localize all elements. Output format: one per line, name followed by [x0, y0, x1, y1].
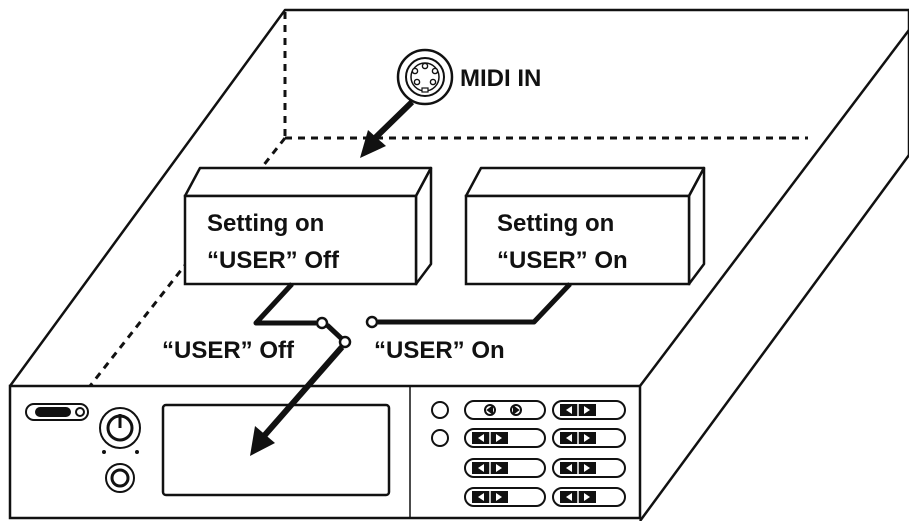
volume-knob-icon	[99, 407, 141, 454]
contact-user-on	[365, 315, 379, 329]
output-arrow	[250, 345, 345, 456]
din-connector-icon	[396, 48, 454, 106]
setting-box-user-on-top	[464, 166, 706, 198]
card-slot-icon	[25, 403, 89, 421]
setting-box-user-off-line1: Setting on	[207, 210, 324, 237]
setting-box-user-on-line2: “USER” On	[497, 247, 628, 274]
wire-user-off	[253, 282, 316, 326]
midi-in-label: MIDI IN	[460, 65, 541, 92]
headphone-jack-icon	[105, 463, 135, 493]
setting-box-user-on: Setting on “USER” On	[464, 166, 706, 286]
rocker-button-row-2	[464, 428, 626, 448]
switch-label-user-on: “USER” On	[374, 337, 505, 364]
rocker-button-row-3	[464, 458, 626, 478]
setting-box-user-off-line2: “USER” Off	[207, 247, 340, 274]
chassis-right-top-edge	[639, 29, 909, 387]
midi-input-arrow	[360, 99, 415, 158]
wire-user-on	[378, 282, 572, 325]
rocker-button-row-4	[464, 487, 626, 507]
contact-user-off	[315, 316, 329, 330]
setting-box-user-off: Setting on “USER” Off	[183, 166, 433, 286]
round-button-1	[431, 401, 449, 419]
switch-label-user-off: “USER” Off	[162, 337, 295, 364]
chassis-top-outline	[8, 8, 909, 387]
routing-wires	[253, 282, 572, 326]
rocker-button-row-1	[464, 400, 626, 420]
setting-box-user-off-front	[183, 194, 418, 286]
setting-box-user-on-front	[464, 194, 691, 286]
round-button-2	[431, 429, 449, 447]
device-chassis	[8, 8, 909, 521]
switch-contacts	[315, 315, 379, 330]
switch-lever	[325, 323, 352, 349]
rocker-button-grid	[464, 400, 626, 507]
chassis-right-bottom-edge	[638, 154, 909, 521]
setting-box-user-off-top	[183, 166, 433, 198]
lcd-display	[161, 403, 391, 497]
front-panel	[8, 384, 642, 520]
setting-box-user-on-line1: Setting on	[497, 210, 614, 237]
